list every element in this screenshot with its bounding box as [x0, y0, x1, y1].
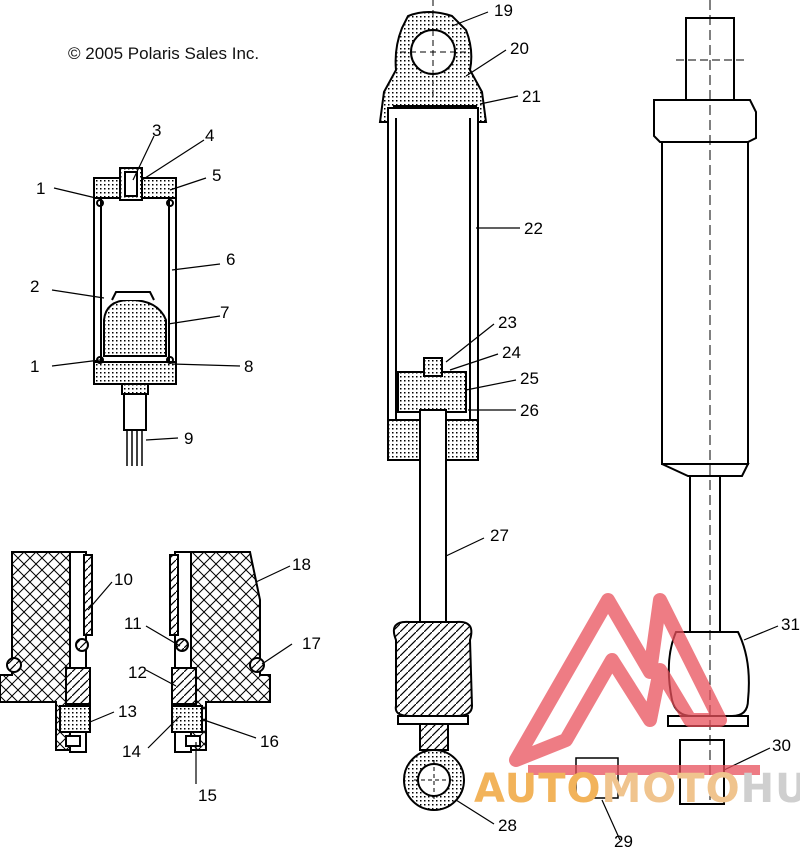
callout-24: 24 — [502, 343, 521, 362]
callout-13: 13 — [118, 702, 137, 721]
callout-2: 2 — [30, 277, 40, 296]
callout-17: 17 — [302, 634, 321, 653]
callout-23: 23 — [498, 313, 517, 332]
callout-21: 21 — [522, 87, 541, 106]
reservoir-assembly — [93, 167, 177, 466]
callout-3: 3 — [152, 121, 162, 140]
watermark-hub: HUB — [740, 766, 800, 812]
callout-18: 18 — [292, 555, 311, 574]
callout-1-top: 1 — [36, 179, 46, 198]
callout-30: 30 — [772, 736, 791, 755]
copyright-text: © 2005 Polaris Sales Inc. — [68, 44, 260, 63]
callout-5: 5 — [212, 166, 222, 185]
callout-11: 11 — [124, 614, 142, 633]
callout-6: 6 — [226, 250, 236, 269]
callout-19: 19 — [494, 1, 513, 20]
callout-12: 12 — [128, 663, 147, 682]
callout-7: 7 — [220, 303, 230, 322]
callout-31: 31 — [781, 615, 800, 634]
callout-10: 10 — [114, 570, 133, 589]
watermark-text: AUTOMOTOHUB — [474, 766, 800, 812]
callout-15: 15 — [198, 786, 217, 805]
callout-27: 27 — [490, 526, 509, 545]
watermark-moto: MOTO — [601, 766, 741, 812]
callout-28: 28 — [498, 816, 517, 835]
watermark-logo — [509, 593, 760, 775]
seal-detail — [0, 551, 271, 753]
callout-26: 26 — [520, 401, 539, 420]
shock-section — [378, 0, 488, 811]
callout-1-bottom: 1 — [30, 357, 40, 376]
watermark-auto: AUTO — [474, 766, 602, 812]
callout-4: 4 — [205, 126, 215, 145]
callout-9: 9 — [184, 429, 194, 448]
callout-29: 29 — [614, 832, 633, 851]
callout-14: 14 — [122, 742, 141, 761]
callout-8: 8 — [244, 357, 254, 376]
callout-25: 25 — [520, 369, 539, 388]
callout-22: 22 — [524, 219, 543, 238]
callout-20: 20 — [510, 39, 529, 58]
leader-lines — [51, 11, 779, 841]
callout-16: 16 — [260, 732, 279, 751]
